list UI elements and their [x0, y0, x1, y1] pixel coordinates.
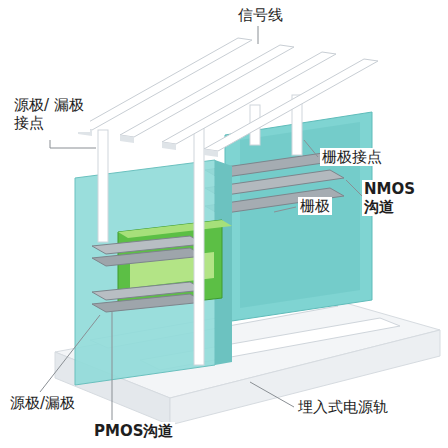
- part-label: PMOS沟道: [92, 422, 175, 440]
- part-label: 源极/ 漏极接点: [12, 96, 90, 132]
- part-label: 栅极: [298, 197, 332, 215]
- part-label: NMOS 沟道: [362, 180, 422, 216]
- part-label: 栅极接点: [320, 148, 384, 166]
- leader-lines: [40, 26, 362, 420]
- part-label: 埋入式电源轨: [296, 398, 390, 416]
- part-label: 源极/漏极: [8, 394, 77, 412]
- part-label: 信号线: [236, 6, 285, 24]
